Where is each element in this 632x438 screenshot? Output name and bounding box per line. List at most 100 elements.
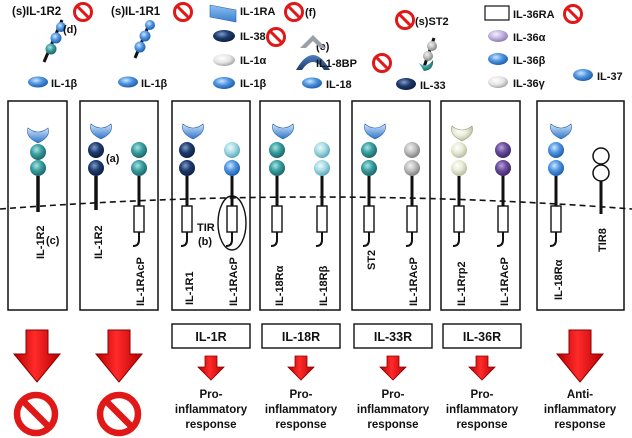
il1r2-receptor (27, 127, 49, 212)
soluble-il1r1-icon (133, 20, 155, 59)
il1racp-chain (131, 142, 147, 247)
label-d: (d) (63, 24, 77, 36)
il1b-ligand-icon (28, 76, 48, 88)
red-arrow-icon (95, 329, 143, 383)
il1a-icon (213, 54, 235, 66)
pro-label-4a: Pro- (471, 389, 494, 401)
box-il1r2-decoy (7, 100, 68, 311)
pro-label-1a: Pro- (200, 389, 223, 401)
il1r1-chain (179, 123, 204, 247)
sil1r1-label: (s)IL-1R1 (111, 6, 161, 18)
il37-label: IL-37 (597, 71, 623, 83)
st2-chain (361, 123, 386, 247)
red-arrow-icon (287, 355, 315, 381)
il1racp-3-label: IL-1RAcP (408, 257, 420, 306)
inhibition-icon (17, 395, 55, 433)
box-il18ra-tir8 (536, 100, 625, 311)
il36a-label: IL-36α (513, 32, 546, 44)
il18bp-cap-icon (300, 35, 326, 48)
il1racp-2-label: IL-1RAcP (228, 257, 240, 306)
il37-icon (573, 69, 593, 81)
il36b-icon (488, 53, 508, 65)
tir8-chain (592, 147, 610, 214)
pro-label-4b: inflammatory (446, 404, 519, 416)
il1r1-label: IL-1R1 (184, 271, 196, 305)
inhibition-icon (173, 2, 193, 22)
il36ra-icon (484, 5, 510, 21)
label-a: (a) (106, 153, 120, 165)
il1racp-1-label: IL-1RAcP (135, 257, 147, 306)
il1racp-4-label: IL-1RAcP (499, 257, 511, 306)
il1racp-chain (404, 142, 420, 247)
il18rb-label: IL-18Rβ (318, 265, 330, 306)
anti-label-a: Anti- (567, 389, 593, 401)
tir8-label: TIR8 (597, 228, 609, 252)
anti-label-b: inflammatory (544, 404, 617, 416)
il1a-label: IL-1α (240, 55, 267, 67)
il18bp-label: IL1-8BP (316, 58, 357, 70)
inhibition-icon (372, 53, 392, 73)
tir-domain-highlight (217, 195, 247, 251)
il33r-label: IL-33R (374, 330, 412, 344)
il18r-box (261, 323, 341, 349)
il1r2-b-label: IL-1R2 (93, 225, 105, 259)
il1ra-icon (209, 4, 237, 23)
anti-label-c: response (554, 419, 605, 431)
pro-label-1b: inflammatory (175, 404, 248, 416)
red-arrow-icon (468, 355, 496, 381)
il1r2-chain (88, 123, 112, 210)
il33-icon (396, 78, 416, 90)
pro-label-2b: inflammatory (265, 404, 338, 416)
il1rrp2-chain (451, 125, 473, 247)
pro-label-4c: response (456, 419, 507, 431)
box-il1r-complex (171, 100, 251, 311)
il33r-box (353, 323, 433, 349)
inhibition-icon (395, 10, 415, 30)
il1b-ligand-icon (118, 76, 138, 88)
pro-label-2a: Pro- (290, 389, 313, 401)
red-arrow-icon (556, 329, 604, 383)
il18-label: IL-18 (326, 79, 352, 91)
il36a-icon (488, 30, 508, 42)
il18r-label: IL-18R (282, 330, 320, 344)
pro-label-3b: inflammatory (357, 404, 430, 416)
il18ra-chain (269, 123, 294, 247)
pro-label-3c: response (367, 419, 418, 431)
inhibition-icon (563, 4, 583, 24)
il1b-label-2: IL-1β (141, 78, 168, 90)
il1b-icon (213, 77, 235, 89)
il18rb-chain (314, 142, 330, 247)
box-il36r-complex (440, 100, 521, 311)
il1ra-label: IL-1RA (240, 6, 276, 18)
il18ra-label: IL-18Rα (274, 265, 286, 306)
tir-label: TIR (197, 222, 215, 234)
il38-label: IL-38 (240, 31, 266, 43)
il1r2-label: IL-1R2 (35, 225, 47, 259)
inhibition-icon (100, 395, 138, 433)
il1r-box (171, 323, 251, 349)
st2-label: ST2 (366, 250, 378, 270)
inhibition-icon (73, 2, 93, 22)
red-arrow-icon (197, 355, 225, 381)
label-f: (f) (305, 7, 316, 19)
il1racp-chain (495, 142, 511, 247)
il36r-box (442, 323, 522, 349)
il33-label: IL-33 (420, 80, 446, 92)
il38-icon (213, 30, 235, 42)
il36g-icon (488, 76, 508, 88)
sil1r2-label: (s)IL-1R2 (12, 6, 61, 18)
il1b-label-1: IL-1β (51, 78, 78, 90)
sst2-label: (s)ST2 (415, 16, 449, 28)
il36b-label: IL-36β (513, 55, 546, 67)
label-c: (c) (46, 235, 60, 247)
il1r-label: IL-1R (195, 330, 226, 344)
il18-icon (302, 77, 322, 89)
label-b: (b) (198, 236, 212, 248)
pro-label-2c: response (275, 419, 326, 431)
il36r-label: IL-36R (463, 330, 501, 344)
soluble-st2-icon (419, 37, 437, 71)
red-arrow-icon (379, 355, 407, 381)
box-il18r-complex (259, 100, 341, 311)
box-il33r-complex (351, 100, 431, 311)
